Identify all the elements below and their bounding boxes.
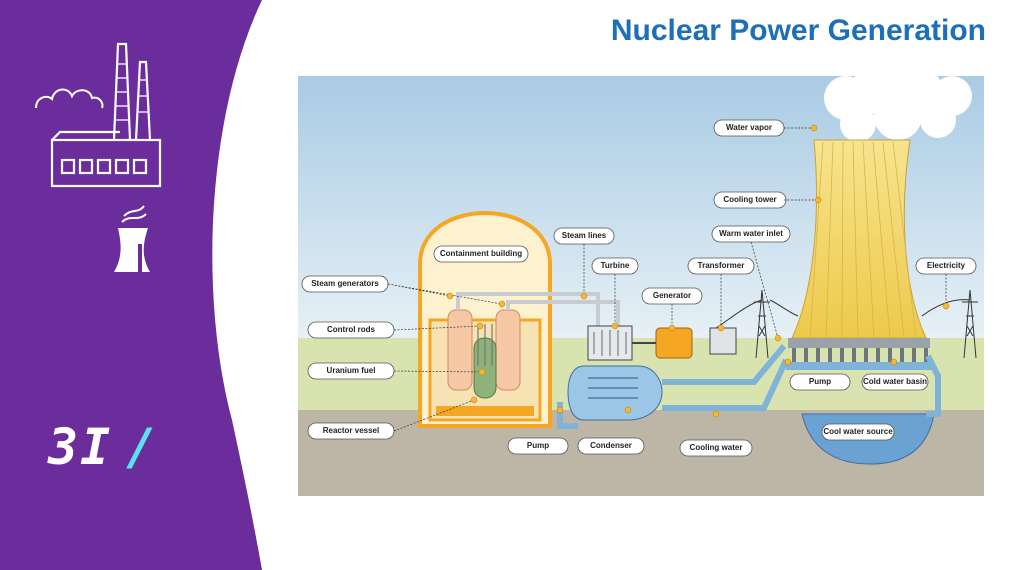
label-transformer: Transformer xyxy=(687,257,755,275)
brand-code: 3I/ xyxy=(48,418,158,476)
label-generator: Generator xyxy=(641,287,703,305)
label-text: Water vapor xyxy=(726,123,772,132)
label-pump-left: Pump xyxy=(507,437,569,455)
brand-slash: / xyxy=(126,418,159,476)
cooling-tower-icon xyxy=(114,205,150,272)
containment-building xyxy=(418,211,552,428)
factory-icon xyxy=(50,42,162,188)
brand-code-text: 3I xyxy=(48,418,113,476)
label-cooling-tower: Cooling tower xyxy=(713,191,787,209)
leader-lines xyxy=(387,127,947,432)
generator xyxy=(655,327,693,359)
label-text: Pump xyxy=(809,377,831,386)
label-text: Steam lines xyxy=(562,231,607,240)
cooling-tower xyxy=(786,139,932,370)
label-steam-generators: Steam generators xyxy=(301,275,389,293)
label-warm-water-inlet: Warm water inlet xyxy=(711,225,791,243)
page-title: Nuclear Power Generation xyxy=(610,14,986,47)
label-cooling-water: Cooling water xyxy=(679,439,753,457)
condenser xyxy=(567,365,663,421)
label-steam-lines: Steam lines xyxy=(553,227,615,245)
label-text: Uranium fuel xyxy=(327,366,376,375)
label-electricity: Electricity xyxy=(915,257,977,275)
label-text: Warm water inlet xyxy=(719,229,783,238)
transformer xyxy=(709,327,737,355)
label-pump-right: Pump xyxy=(789,373,851,391)
label-cold-water-basin: Cold water basin xyxy=(861,373,929,391)
label-reactor-vessel: Reactor vessel xyxy=(307,422,395,440)
label-text: Containment building xyxy=(440,249,522,258)
label-text: Generator xyxy=(653,291,691,300)
label-containment-building: Containment building xyxy=(433,245,529,263)
label-text: Control rods xyxy=(327,325,376,334)
power-pylons xyxy=(715,289,978,359)
label-text: Cooling water xyxy=(690,443,743,452)
label-control-rods: Control rods xyxy=(307,321,395,339)
label-text: Transformer xyxy=(698,261,745,270)
label-uranium-fuel: Uranium fuel xyxy=(307,362,395,380)
leader-dots xyxy=(446,124,950,418)
steam-lines xyxy=(456,292,620,332)
nuclear-plant-diagram: Containment building Steam lines Turbine… xyxy=(298,76,984,496)
label-text: Reactor vessel xyxy=(323,426,379,435)
label-water-vapor: Water vapor xyxy=(713,119,785,137)
label-text: Steam generators xyxy=(311,279,379,288)
vapor-cloud xyxy=(824,76,972,142)
label-turbine: Turbine xyxy=(591,257,639,275)
label-text: Cool water source xyxy=(823,427,893,436)
label-text: Turbine xyxy=(601,261,630,270)
label-text: Pump xyxy=(527,441,549,450)
sidebar xyxy=(0,0,262,570)
cloud-icon xyxy=(35,88,104,109)
label-condenser: Condenser xyxy=(577,437,645,455)
label-text: Cold water basin xyxy=(863,377,927,386)
label-text: Condenser xyxy=(590,441,632,450)
label-text: Electricity xyxy=(927,261,966,270)
label-text: Cooling tower xyxy=(723,195,776,204)
label-cool-water-source: Cool water source xyxy=(821,423,895,441)
